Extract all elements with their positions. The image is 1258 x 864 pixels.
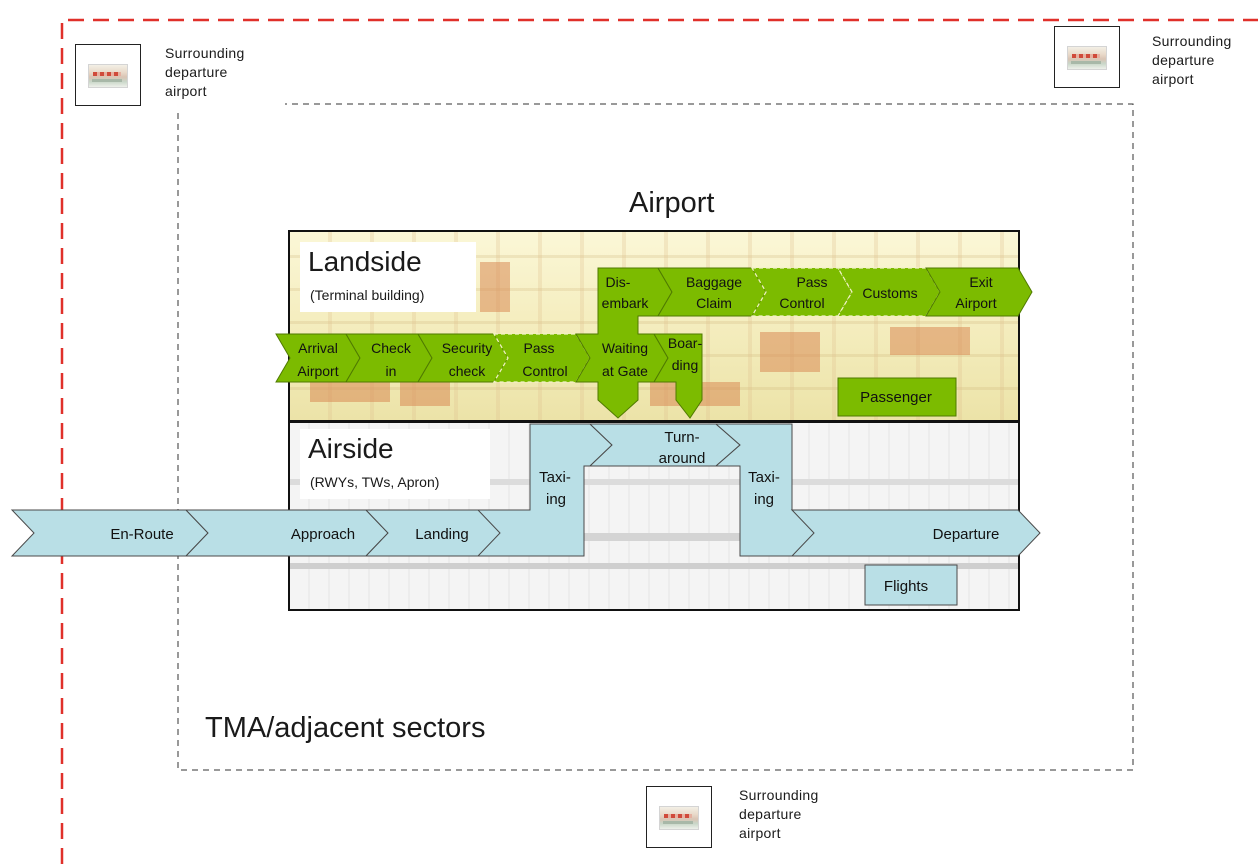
step-label: Claim	[696, 295, 732, 311]
passenger-badge	[837, 377, 957, 417]
boarding-step	[653, 333, 703, 419]
step-label: Customs	[862, 285, 917, 301]
step-label: embark	[602, 295, 650, 311]
step-label: Turn-	[664, 429, 699, 446]
airport-thumbnail-icon	[646, 786, 712, 848]
step-label: En-Route	[110, 526, 173, 543]
flights-badge	[864, 564, 958, 606]
tma-label: TMA/adjacent sectors	[205, 712, 486, 744]
airside-title: Airside	[308, 433, 394, 464]
airside-title-box: Airside (RWYs, TWs, Apron)	[300, 429, 490, 499]
step-label: ing	[754, 491, 774, 508]
step-label: Airport	[297, 363, 338, 379]
step-label: Boar-	[668, 335, 703, 351]
passenger-badge-label: Passenger	[860, 389, 932, 406]
pass-control-step	[492, 333, 591, 383]
step-label: Pass	[523, 340, 554, 356]
step-label: Approach	[291, 526, 355, 543]
step-label: Landing	[415, 526, 468, 543]
step-label: Baggage	[686, 274, 742, 290]
step-label: Check	[371, 340, 412, 356]
step-label: around	[659, 450, 706, 467]
airport-title: Airport	[629, 187, 715, 219]
step-label: Taxi-	[748, 469, 780, 486]
step-label: at Gate	[602, 363, 648, 379]
surrounding-airport-label: Surrounding departure airport	[1152, 33, 1232, 87]
step-label: Departure	[933, 526, 1000, 543]
step-label: Airport	[955, 295, 996, 311]
step-label: Taxi-	[539, 469, 571, 486]
landside-title: Landside	[308, 246, 422, 277]
step-label: check	[449, 363, 487, 379]
flights-badge-label: Flights	[884, 578, 928, 595]
step-label: Control	[522, 363, 567, 379]
surrounding-airport-label: Surrounding departure airport	[739, 787, 819, 841]
landside-subtitle: (Terminal building)	[310, 287, 425, 303]
step-label: ding	[672, 357, 698, 373]
step-label: Arrival	[298, 340, 338, 356]
approach-step	[184, 509, 389, 557]
step-label: in	[386, 363, 397, 379]
step-label: ing	[546, 491, 566, 508]
departure-step	[790, 509, 1041, 557]
step-label: Security	[442, 340, 493, 356]
step-label: Control	[779, 295, 824, 311]
step-label: Waiting	[602, 340, 648, 356]
airside-subtitle: (RWYs, TWs, Apron)	[310, 474, 440, 490]
exit-airport-step	[925, 267, 1033, 317]
step-label: Pass	[796, 274, 827, 290]
step-label: Exit	[969, 274, 992, 290]
taxiing-in-step	[476, 423, 613, 557]
surrounding-airport-label: Surrounding departure airport	[165, 45, 245, 99]
step-label: Dis-	[606, 274, 631, 290]
airport-thumbnail-icon	[75, 44, 141, 106]
landside-title-box: Landside (Terminal building)	[300, 242, 476, 312]
airport-thumbnail-icon	[1054, 26, 1120, 88]
